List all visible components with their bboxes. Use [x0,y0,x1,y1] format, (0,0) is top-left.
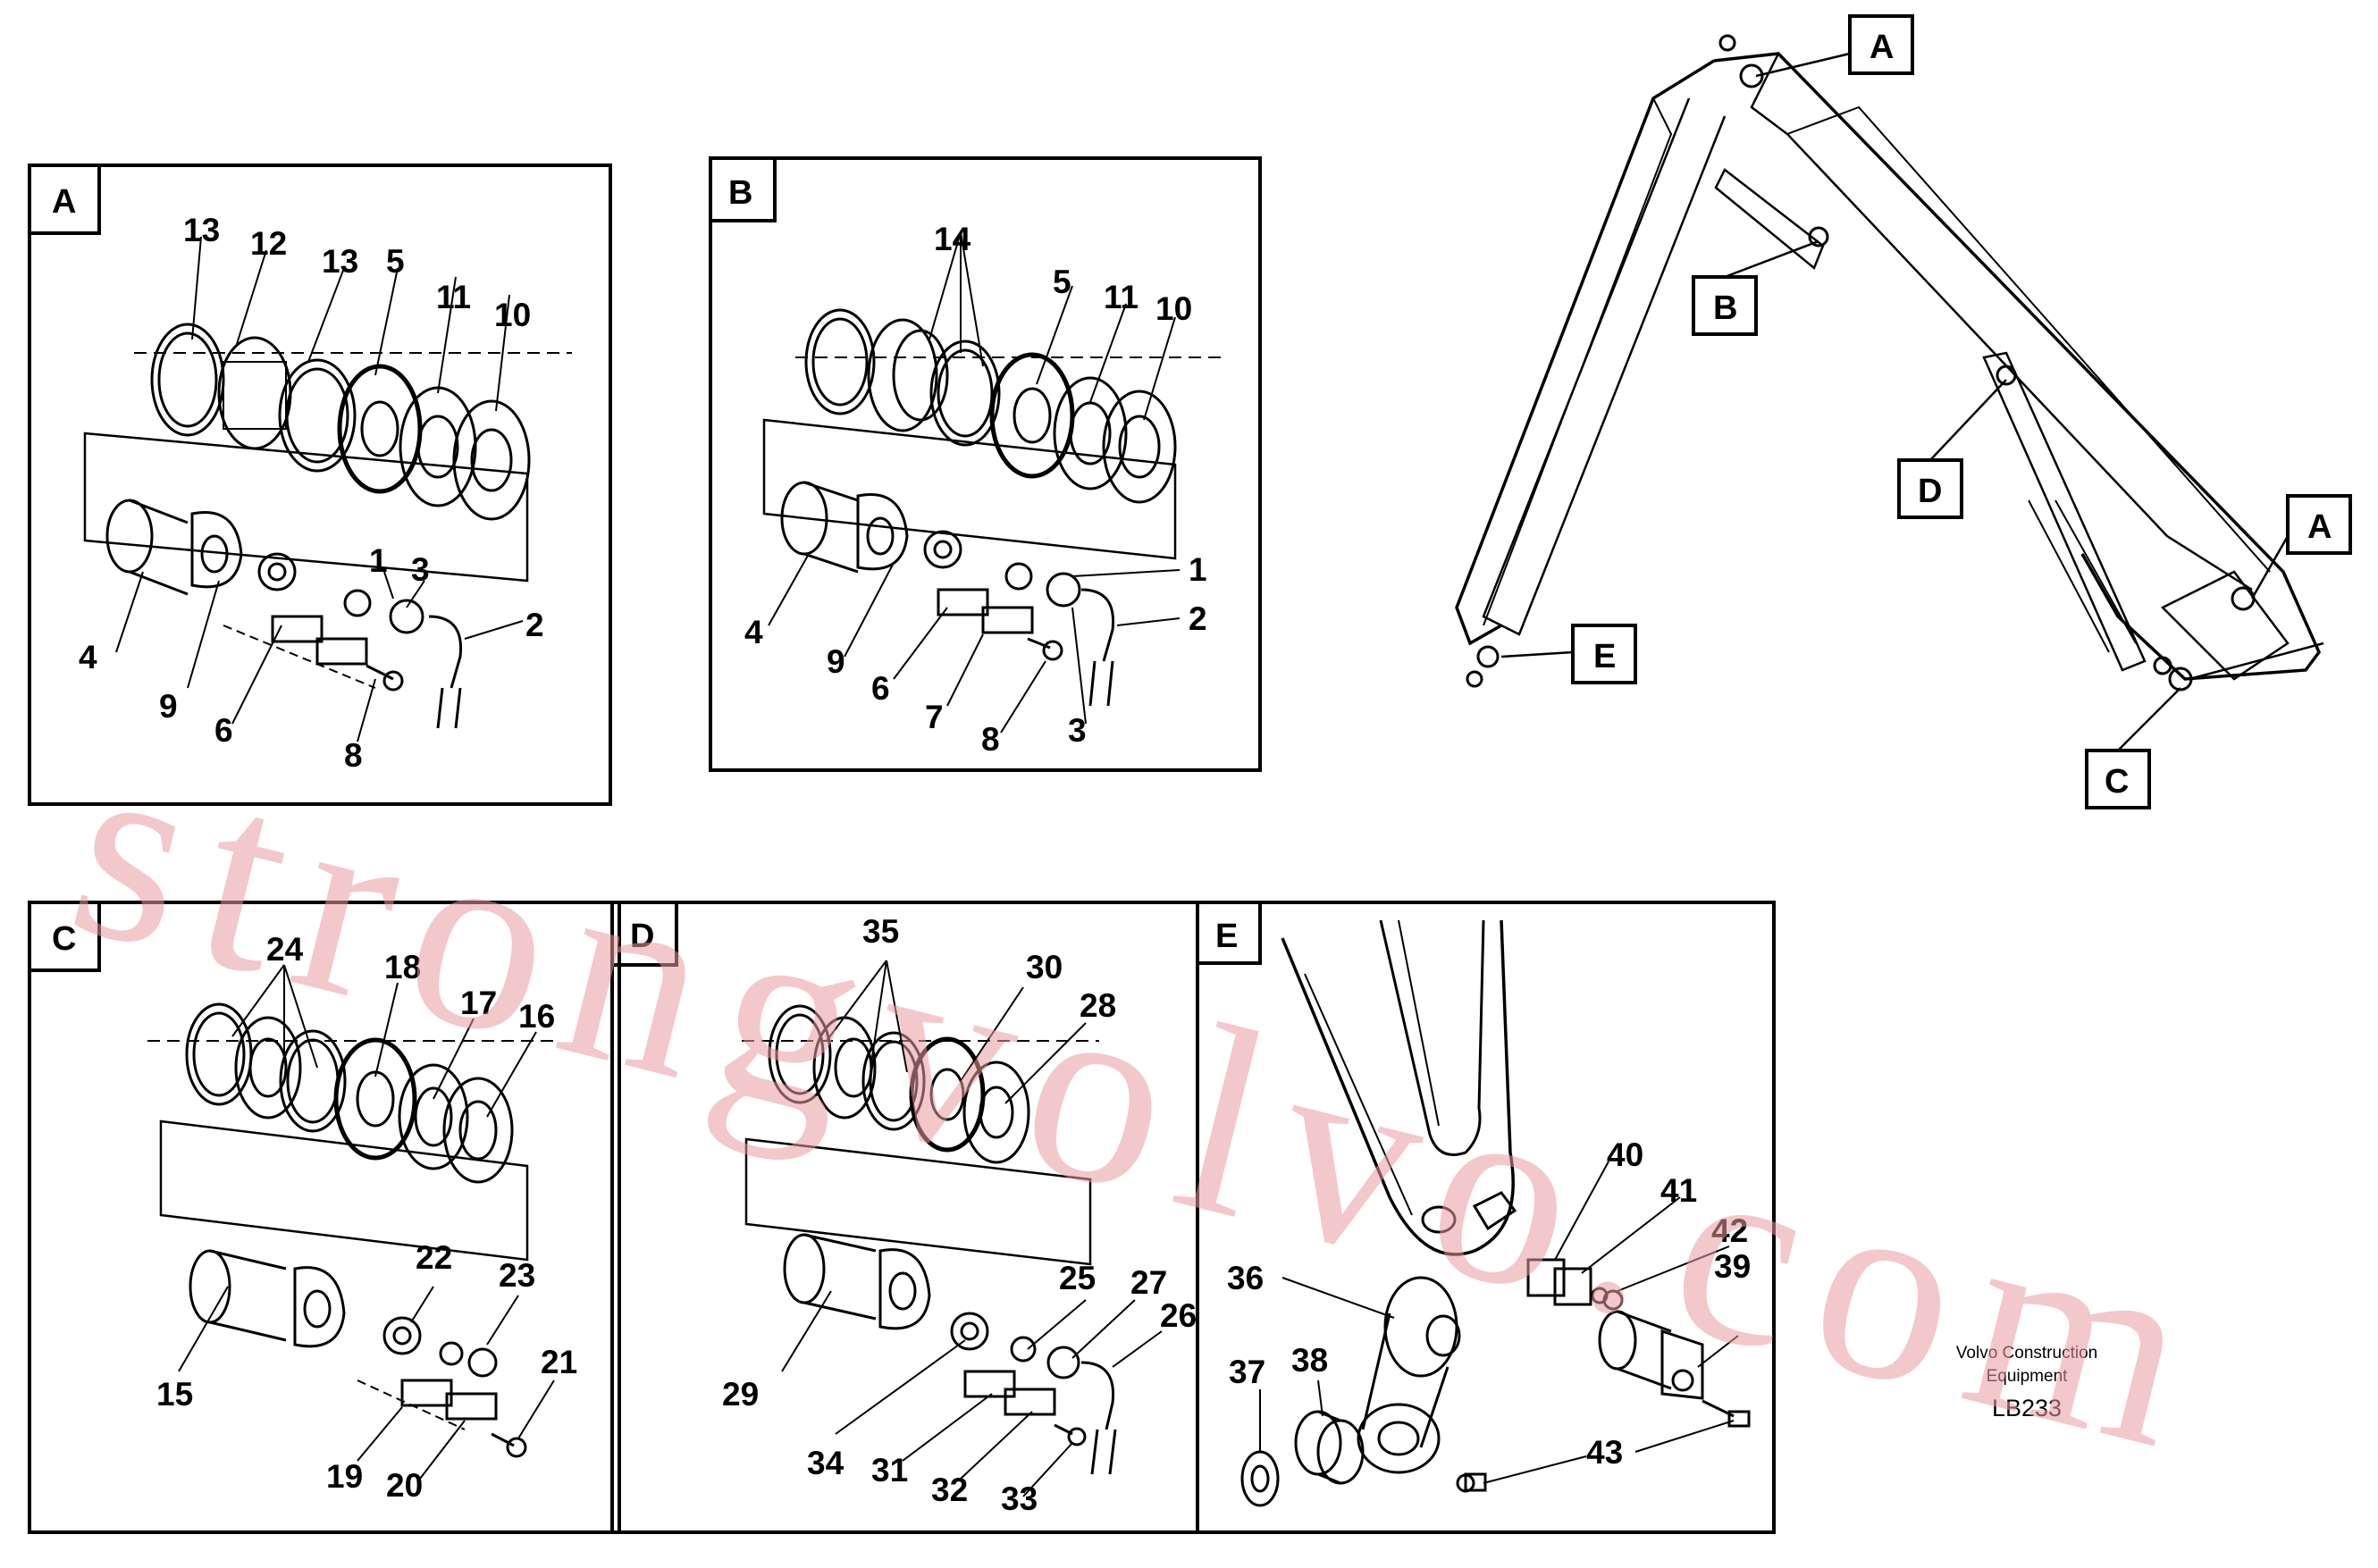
panel-a: A [28,164,612,806]
part-label: 5 [1053,264,1071,300]
part-label: 34 [807,1445,844,1481]
part-label: 3 [1068,712,1087,749]
part-label: 40 [1607,1136,1643,1173]
part-label: 10 [494,297,531,333]
part-label: 7 [925,699,944,735]
part-label: 27 [1130,1264,1167,1301]
part-label: 28 [1080,987,1116,1024]
panel-c-tag: C [52,920,76,958]
part-label: 4 [79,639,97,675]
part-label: 35 [862,913,899,950]
part-label: 20 [386,1467,423,1504]
diagram-code: LB233 [1992,1395,2062,1421]
part-label: 9 [159,688,178,725]
part-label: 4 [744,614,763,650]
part-label: 6 [871,670,890,707]
part-label: 13 [183,212,220,248]
part-label: 6 [214,712,233,749]
part-label: 21 [541,1344,577,1380]
part-label: 25 [1059,1260,1096,1296]
panel-d-labels: 35 30 28 25 27 26 29 34 31 32 33 [722,913,1197,1517]
panel-c-labels: 24 18 17 16 22 23 21 15 19 20 [156,931,577,1504]
part-label: 8 [981,721,1000,758]
part-label: 5 [386,243,405,280]
part-label: 13 [322,243,358,280]
panel-e-tag: E [1215,918,1238,955]
part-label: 15 [156,1376,193,1413]
part-label: 8 [344,737,363,774]
panel-a-labels: 13 12 13 5 11 10 1 3 2 4 9 6 8 [79,212,544,774]
part-label: 17 [460,985,497,1021]
panel-e: E [1196,901,1776,1534]
panel-e-labels: 40 41 42 39 36 37 38 43 [1227,1136,1751,1471]
panel-b-labels: 14 5 11 10 1 2 4 9 6 7 8 3 [744,221,1207,758]
part-label: 24 [266,931,304,968]
part-label: 33 [1001,1480,1038,1517]
part-label: 14 [934,221,971,257]
part-label: 39 [1714,1248,1751,1285]
part-label: 23 [499,1257,535,1294]
callout-letter: B [1713,289,1737,327]
part-label: 30 [1026,949,1063,985]
part-label: 26 [1160,1297,1197,1334]
credit-block: Volvo Construction Equipment LB233 [1956,1344,2097,1421]
part-label: 18 [384,949,421,985]
panel-c: C [28,901,621,1534]
part-label: 1 [369,542,388,579]
part-label: 2 [1189,600,1207,637]
part-label: 32 [931,1472,968,1508]
callout-letter: E [1593,638,1616,675]
credit-line-2: Equipment [1987,1367,2069,1386]
callout-letter: A [2307,508,2332,546]
panel-a-tag: A [52,183,76,221]
part-label: 12 [250,225,287,262]
part-label: 2 [525,607,544,643]
callout-letter: C [2105,763,2129,801]
panel-b-tag: B [728,174,752,212]
part-label: 29 [722,1376,759,1413]
overview-callouts: A B D A E C [1593,29,2332,801]
part-label: 11 [436,279,471,315]
part-label: 37 [1229,1354,1265,1390]
part-label: 10 [1155,290,1192,327]
part-label: 19 [326,1458,363,1495]
part-label: 22 [416,1239,452,1276]
part-label: 11 [1104,279,1139,315]
part-label: 31 [871,1452,908,1488]
part-label: 42 [1711,1212,1748,1249]
panel-b: B [709,156,1262,772]
part-label: 41 [1660,1172,1697,1209]
callout-letter: A [1870,29,1894,66]
part-label: 3 [411,551,430,588]
callout-letter: D [1918,473,1942,510]
part-label: 38 [1291,1342,1328,1379]
watermark: strongvolvo.com [48,693,2240,1510]
part-label: 36 [1227,1260,1264,1296]
credit-line-1: Volvo Construction [1956,1344,2097,1363]
part-label: 9 [827,643,845,680]
panel-d-tag: D [630,918,654,955]
part-label: 43 [1586,1434,1623,1471]
part-label: 16 [518,998,555,1035]
part-label: 1 [1189,551,1207,588]
boom-overview [1455,14,2352,809]
